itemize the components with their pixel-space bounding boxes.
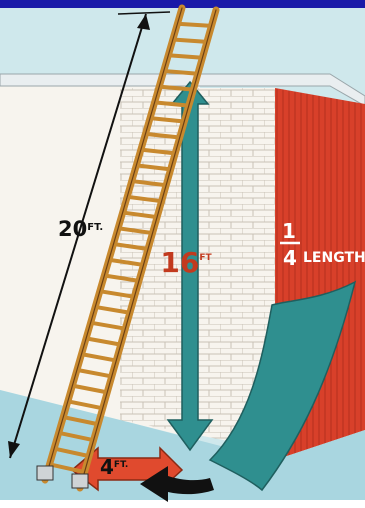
fraction-denominator: 4 bbox=[283, 246, 297, 270]
ladder-right-foot bbox=[72, 474, 88, 488]
ladder-rung bbox=[168, 55, 202, 58]
ladder-rung bbox=[173, 39, 207, 41]
bottom-frame-bar bbox=[0, 500, 365, 508]
ladder-rung bbox=[177, 24, 211, 26]
ladder-left-foot bbox=[37, 466, 53, 480]
ladder-rung bbox=[164, 71, 198, 74]
fraction-numerator: 1 bbox=[282, 219, 296, 243]
fraction-word: LENGTH bbox=[303, 250, 365, 266]
